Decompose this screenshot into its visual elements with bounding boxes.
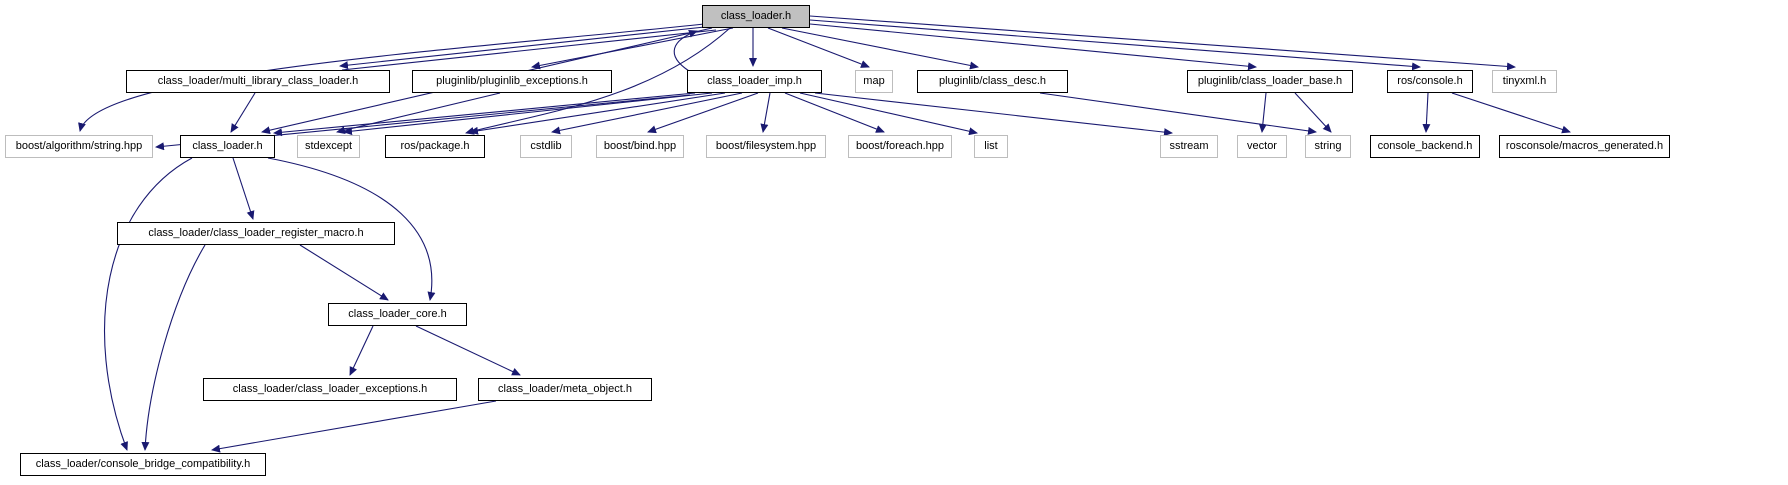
edge-console-to-macros bbox=[1451, 92, 1571, 134]
edge-imp-to-cl2 bbox=[273, 92, 696, 137]
edge-root-to-package bbox=[465, 27, 731, 135]
edge-root-to-plugexc bbox=[531, 27, 734, 70]
node-meta[interactable]: class_loader/meta_object.h bbox=[478, 378, 652, 401]
node-root: class_loader.h bbox=[702, 5, 810, 28]
edge-core-to-meta bbox=[415, 325, 521, 376]
edge-root-to-multi-parallel bbox=[341, 29, 717, 71]
edge-classdesc-to-string bbox=[1039, 92, 1317, 135]
node-sstream: sstream bbox=[1160, 135, 1218, 158]
edge-regmacro-to-core bbox=[299, 244, 389, 301]
edge-root-to-tinyxml bbox=[809, 15, 1516, 71]
edge-root-to-base bbox=[809, 23, 1257, 71]
edge-base-to-vector bbox=[1258, 92, 1267, 133]
node-vector: vector bbox=[1237, 135, 1287, 158]
edge-core-to-exceptions bbox=[349, 325, 374, 376]
edge-cl2-to-bridge bbox=[104, 157, 193, 451]
node-base[interactable]: pluginlib/class_loader_base.h bbox=[1187, 70, 1353, 93]
edge-root-to-console bbox=[809, 19, 1421, 71]
node-cstdlib: cstdlib bbox=[520, 135, 572, 158]
edge-imp-to-root bbox=[673, 29, 698, 72]
node-imp[interactable]: class_loader_imp.h bbox=[687, 70, 822, 93]
edge-cl2-to-regmacro bbox=[232, 157, 255, 220]
edge-imp-to-list bbox=[799, 92, 978, 136]
edge-imp-to-filesystem bbox=[760, 92, 771, 133]
node-bridge[interactable]: class_loader/console_bridge_compatibilit… bbox=[20, 453, 266, 476]
node-multi[interactable]: class_loader/multi_library_class_loader.… bbox=[126, 70, 390, 93]
edge-imp-to-bind bbox=[647, 92, 759, 134]
edge-cl2-to-core bbox=[267, 157, 436, 301]
edge-base-to-string bbox=[1294, 92, 1332, 133]
edge-root-to-algstring bbox=[78, 23, 705, 132]
node-algstring: boost/algorithm/string.hpp bbox=[5, 135, 153, 158]
edge-regmacro-to-bridge bbox=[141, 244, 206, 451]
node-string: string bbox=[1305, 135, 1351, 158]
node-core[interactable]: class_loader_core.h bbox=[328, 303, 467, 326]
edge-imp-to-foreach bbox=[784, 92, 885, 133]
node-map: map bbox=[855, 70, 893, 93]
node-list: list bbox=[974, 135, 1008, 158]
node-package[interactable]: ros/package.h bbox=[385, 135, 485, 158]
edges-group bbox=[78, 15, 1571, 453]
node-tinyxml: tinyxml.h bbox=[1492, 70, 1557, 93]
node-foreach: boost/foreach.hpp bbox=[848, 135, 952, 158]
edge-root-to-map bbox=[767, 27, 870, 68]
node-cl2[interactable]: class_loader.h bbox=[180, 135, 275, 158]
edge-multi-to-cl2 bbox=[230, 92, 256, 133]
edge-root-to-multi bbox=[339, 25, 715, 70]
edge-meta-to-bridge bbox=[211, 400, 497, 453]
node-backend[interactable]: console_backend.h bbox=[1370, 135, 1480, 158]
node-macros[interactable]: rosconsole/macros_generated.h bbox=[1499, 135, 1670, 158]
edge-root-to-classdesc bbox=[781, 27, 979, 70]
node-plugexc[interactable]: pluginlib/pluginlib_exceptions.h bbox=[412, 70, 612, 93]
node-regmacro[interactable]: class_loader/class_loader_register_macro… bbox=[117, 222, 395, 245]
node-exceptions[interactable]: class_loader/class_loader_exceptions.h bbox=[203, 378, 457, 401]
edge-plugexc-to-stdexcept bbox=[336, 92, 501, 135]
node-console[interactable]: ros/console.h bbox=[1387, 70, 1473, 93]
edge-imp-to-stdexcept bbox=[343, 92, 713, 136]
edge-imp-to-sstream bbox=[814, 92, 1173, 137]
node-stdexcept: stdexcept bbox=[297, 135, 360, 158]
node-bind: boost/bind.hpp bbox=[596, 135, 684, 158]
edge-imp-to-package bbox=[469, 92, 726, 135]
node-classdesc[interactable]: pluginlib/class_desc.h bbox=[917, 70, 1068, 93]
edge-imp-to-cstdlib bbox=[551, 92, 743, 135]
edge-console-to-backend bbox=[1422, 92, 1431, 133]
node-filesystem: boost/filesystem.hpp bbox=[706, 135, 826, 158]
